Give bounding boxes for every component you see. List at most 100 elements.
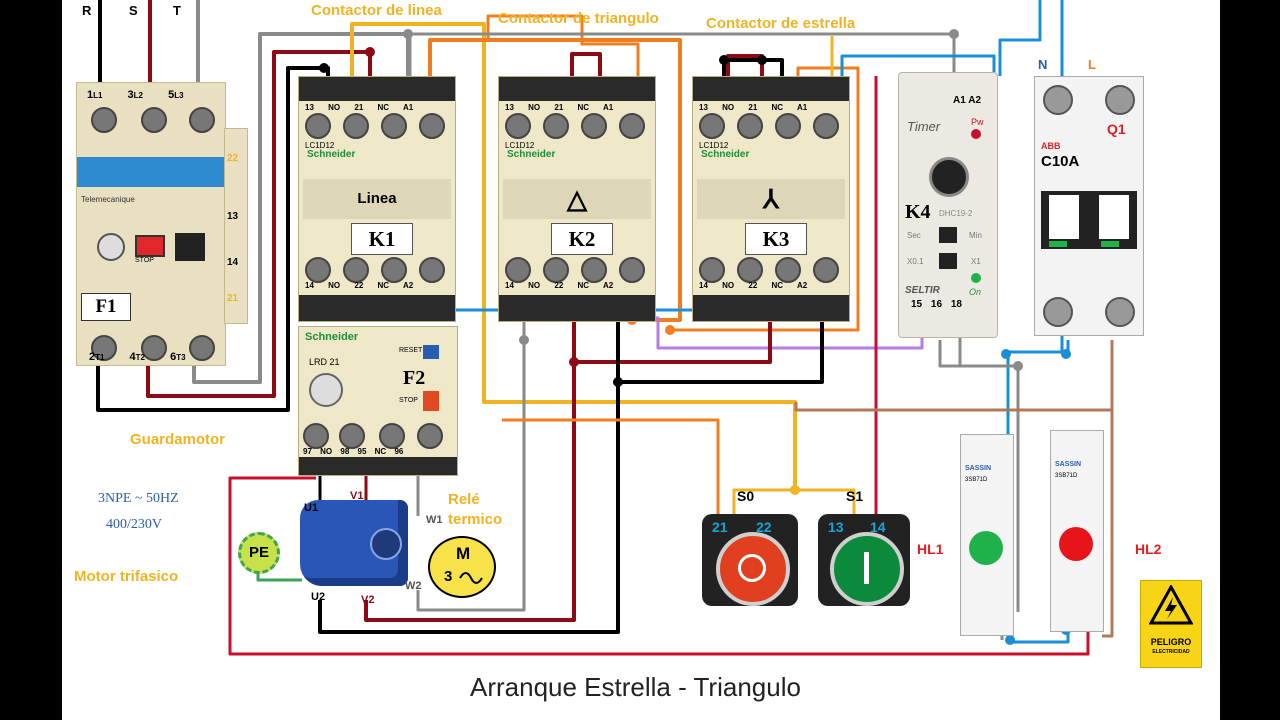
s1-contact-13: 13 [828, 519, 844, 535]
wire-orange-k3 [670, 66, 860, 332]
timer-min: Min [969, 231, 982, 240]
timer-switch-2[interactable] [939, 253, 957, 269]
contactor-screw [775, 257, 801, 283]
wire-yellow-buttons [732, 488, 856, 520]
motor-body [300, 500, 408, 586]
q1-screw [1043, 85, 1073, 115]
q1-toggle-1[interactable] [1049, 195, 1079, 239]
f1-aux-block: 22 13 14 21 [224, 128, 248, 324]
motor-symbol-m: M [456, 544, 471, 563]
thermal-relay-f2: Schneider LRD 21 F2 RESET STOP 97 NO 98 … [298, 326, 458, 476]
hl2-light [1059, 527, 1093, 561]
f2-stop-label: STOP [399, 397, 418, 404]
diagram-title: Arranque Estrella - Triangulo [470, 672, 801, 702]
wire-f1-t3 [192, 32, 410, 384]
contactor-model: LC1D12 [505, 141, 535, 150]
q1-indicator [1049, 241, 1067, 247]
q1-screw [1043, 297, 1073, 327]
motor-v1: V1 [350, 490, 364, 502]
wiring-diagram: R S T Contactor de linea Contactor de tr… [62, 0, 1220, 720]
timer-x01: X0.1 [907, 257, 924, 266]
f1-screw [91, 107, 117, 133]
contactor-screw [737, 113, 763, 139]
f1-screw [189, 335, 215, 361]
q1-screw [1105, 85, 1135, 115]
contactor-top-bar [299, 77, 455, 101]
contactor-model: LC1D12 [305, 141, 335, 150]
pe-symbol: PE [238, 532, 280, 574]
button-s1[interactable] [818, 514, 910, 606]
lamp-hl2: SASSIN 3SB71D [1050, 430, 1104, 632]
f1-screw [141, 107, 167, 133]
f2-screw [303, 423, 329, 449]
timer-switch-1[interactable] [939, 227, 957, 243]
wire-orange-s0 [502, 418, 720, 520]
f2-model: LRD 21 [309, 357, 340, 367]
motor-w1: W1 [426, 514, 443, 526]
motor-u2: U2 [311, 591, 326, 603]
f1-tag: F1 [81, 293, 131, 321]
f1-stop-button[interactable] [135, 235, 165, 257]
f2-screw [379, 423, 405, 449]
f2-reset-button[interactable] [423, 345, 439, 359]
timer-pw-led [971, 129, 981, 139]
f1-blue-band [77, 157, 225, 187]
wire-blue-hl [1008, 340, 1070, 354]
contactor-screw [305, 257, 331, 283]
aux-14: 14 [227, 257, 239, 268]
contactor-screw [775, 113, 801, 139]
contactor-screw [813, 257, 839, 283]
contactor-name: △ [503, 179, 651, 219]
f2-stop-button[interactable] [423, 391, 439, 411]
f1-screw [189, 107, 215, 133]
timer-x1: X1 [971, 257, 981, 266]
s0-cap[interactable] [716, 532, 790, 606]
phase-s-label: S [129, 3, 138, 18]
contactor-screw [305, 113, 331, 139]
motor-u1: U1 [304, 502, 319, 514]
timer-maker: SELTIR [905, 285, 940, 296]
s0-contact-22: 22 [756, 519, 772, 535]
s1-cap[interactable] [830, 532, 904, 606]
star-contactor-header: Contactor de estrella [706, 15, 856, 32]
q1-indicator [1101, 241, 1119, 247]
hl2-brand: SASSIN [1055, 461, 1082, 468]
timer-knob[interactable] [929, 157, 969, 197]
contactor-top-terminals: 13 NO 21 NC A1 [505, 103, 614, 112]
wire-orange-a1 [428, 38, 682, 322]
contactor-screw [343, 113, 369, 139]
f1-stop-label: STOP [135, 257, 154, 264]
q1-toggle-2[interactable] [1099, 195, 1129, 239]
motor-symbol: M 3 [428, 536, 496, 598]
button-s0[interactable] [702, 514, 798, 606]
line-contactor-header: Contactor de linea [311, 2, 442, 19]
contactor-brand: Schneider [507, 149, 556, 160]
start-i-icon [864, 552, 869, 584]
f1-bottom-terminals: 2T1 4T2 6T3 [89, 351, 186, 363]
f2-dial[interactable] [309, 373, 343, 407]
contactor-base [693, 295, 849, 321]
wire-black-ctrl [318, 298, 824, 634]
s1-contact-14: 14 [870, 519, 886, 535]
contactor-screw [419, 113, 445, 139]
contactor-screw [581, 113, 607, 139]
motor-v2: V2 [361, 594, 375, 606]
spec-line1: 3NPE ~ 50HZ [98, 491, 179, 506]
contactor-name: Linea [303, 179, 451, 219]
contactor-screw [505, 257, 531, 283]
delta-contactor-header: Contactor de triangulo [498, 10, 659, 27]
guardamotor-f1: 1L1 3L2 5L3 Telemecanique STOP F1 2T1 4T… [76, 82, 226, 366]
aux-13: 13 [227, 211, 239, 222]
timer-tag: K4 [905, 201, 931, 223]
breaker-q1: Q1 ABB C10A [1034, 76, 1144, 336]
left-black-bar [0, 0, 62, 720]
guardamotor-caption: Guardamotor [130, 431, 226, 448]
f1-handle[interactable] [175, 233, 205, 261]
wire-orange-k2 [486, 14, 640, 76]
contactor-screw [543, 113, 569, 139]
contactor-screw [619, 113, 645, 139]
f2-screw [417, 423, 443, 449]
stop-o-icon [738, 554, 766, 582]
